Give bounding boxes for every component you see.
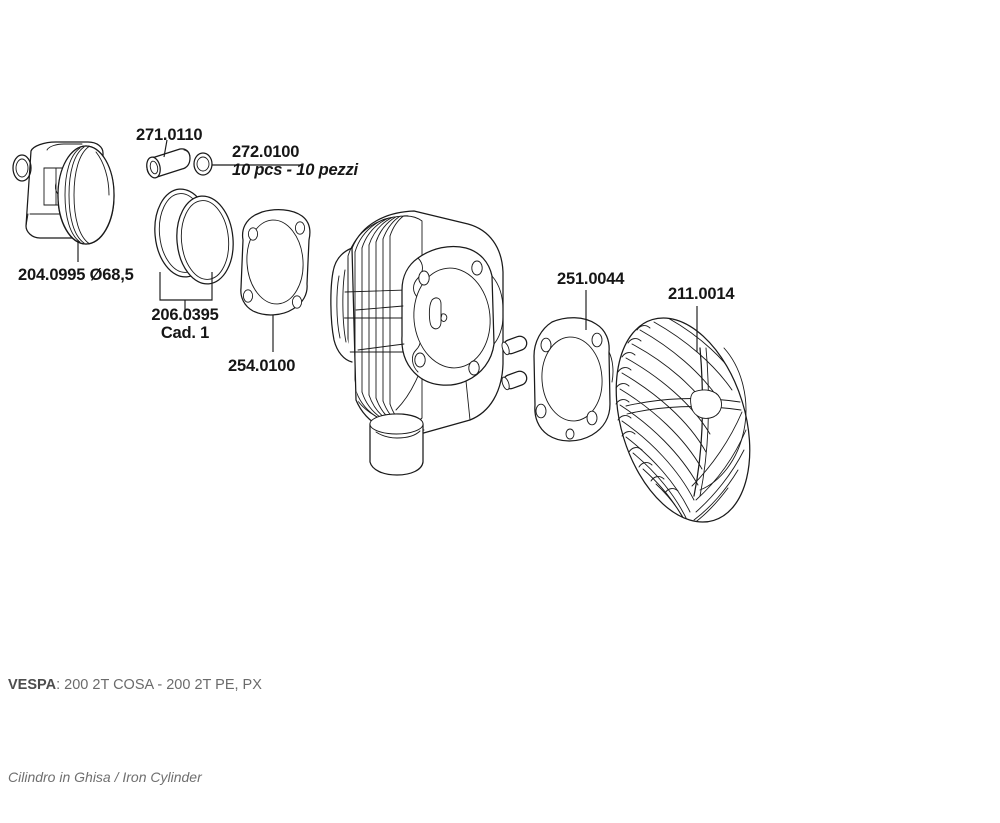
- part-code-254-0100: 254.0100: [228, 357, 296, 375]
- part-label-211-0014: 211.0014: [668, 285, 735, 303]
- part-code-271-0110: 271.0110: [136, 126, 203, 144]
- part-piston-rings: [154, 188, 234, 310]
- brand-name: VESPA: [8, 677, 57, 693]
- brand-separator: :: [56, 677, 65, 693]
- part-label-206-0395: 206.0395 Cad. 1: [137, 306, 233, 343]
- product-description: Cilindro in Ghisa / Iron Cylinder: [8, 769, 202, 785]
- part-label-271-0110: 271.0110: [136, 126, 203, 144]
- part-label-204-0995: 204.0995 Ø68,5: [18, 266, 134, 284]
- part-code-211-0014: 211.0014: [668, 285, 735, 303]
- application-models: 200 2T COSA - 200 2T PE, PX: [64, 677, 262, 693]
- part-quantity-206-0395: Cad. 1: [160, 324, 210, 343]
- part-dowel-pins: [501, 335, 528, 391]
- part-code-206-0395: 206.0395: [151, 306, 219, 324]
- part-code-251-0044: 251.0044: [557, 270, 625, 288]
- part-cylinder-head: [615, 306, 755, 532]
- part-base-gasket: [240, 209, 311, 352]
- part-circlip: [193, 152, 300, 176]
- part-head-gasket: [533, 290, 614, 442]
- part-piston: [12, 141, 115, 262]
- part-label-254-0100: 254.0100: [228, 357, 295, 375]
- vehicle-applications: VESPA: 200 2T COSA - 200 2T PE, PX: [8, 677, 262, 693]
- part-cylinder-barrel: [330, 210, 504, 476]
- part-quantity-272-0100: 10 pcs - 10 pezzi: [232, 161, 358, 180]
- part-code-272-0100: 272.0100: [232, 143, 300, 161]
- part-code-204-0995: 204.0995 Ø68,5: [18, 266, 134, 284]
- part-label-251-0044: 251.0044: [557, 270, 624, 288]
- part-gudgeon-pin: [146, 139, 191, 179]
- part-label-272-0100: 272.0100 10 pcs - 10 pezzi: [232, 143, 358, 180]
